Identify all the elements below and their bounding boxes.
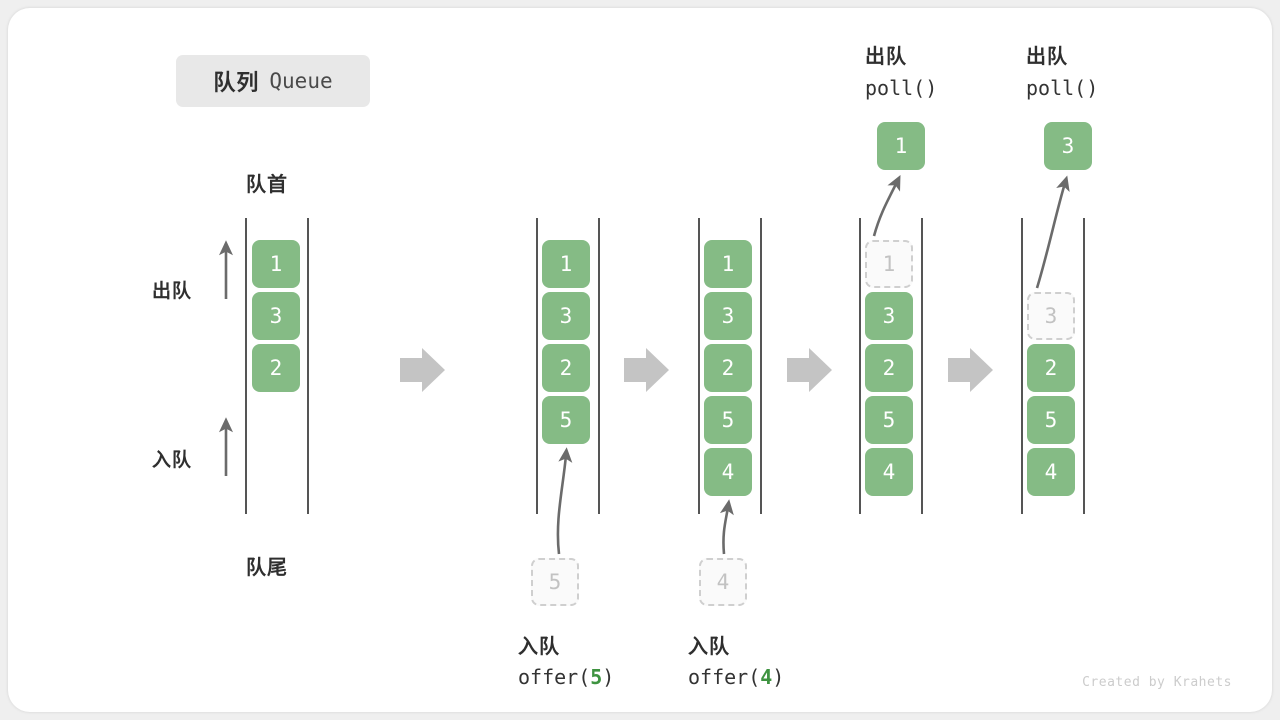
queue-cell: 4 bbox=[865, 448, 913, 496]
queue-cell: 2 bbox=[542, 344, 590, 392]
rail-right-col3 bbox=[760, 218, 762, 514]
label-queue-rear: 队尾 bbox=[246, 557, 288, 579]
code-suffix: ) bbox=[602, 665, 615, 689]
caption-dequeue-cn: 出队 bbox=[1026, 46, 1068, 68]
queue-cell: 1 bbox=[252, 240, 300, 288]
rail-left-col5 bbox=[1021, 218, 1023, 514]
queue-cell: 2 bbox=[252, 344, 300, 392]
title-english: Queue bbox=[269, 69, 333, 93]
queue-cell: 2 bbox=[704, 344, 752, 392]
queue-cell: 3 bbox=[704, 292, 752, 340]
step-arrow-3 bbox=[787, 348, 832, 392]
rail-left-col3 bbox=[698, 218, 700, 514]
code-prefix: offer( bbox=[518, 665, 591, 689]
queue-cell: 3 bbox=[865, 292, 913, 340]
label-enqueue-direction: 入队 bbox=[152, 450, 193, 471]
queue-cell: 5 bbox=[1027, 396, 1075, 444]
caption-offer-4: offer(4) bbox=[688, 665, 784, 689]
label-queue-front: 队首 bbox=[246, 174, 288, 196]
label-dequeue-direction: 出队 bbox=[152, 281, 193, 302]
step-arrow-2 bbox=[624, 348, 669, 392]
rail-left-col2 bbox=[536, 218, 538, 514]
queue-cell: 1 bbox=[704, 240, 752, 288]
rail-right-col2 bbox=[598, 218, 600, 514]
step-arrow-4 bbox=[948, 348, 993, 392]
title-chinese: 队列 bbox=[213, 70, 260, 95]
code-prefix: offer( bbox=[688, 665, 761, 689]
queue-cell: 4 bbox=[1027, 448, 1075, 496]
credit-text: Created by Krahets bbox=[1082, 675, 1232, 690]
incoming-element-ghost: 5 bbox=[531, 558, 579, 606]
rail-left-col4 bbox=[859, 218, 861, 514]
queue-cell: 2 bbox=[865, 344, 913, 392]
offer-5-arrow bbox=[556, 447, 573, 555]
diagram-card: 队列 Queue 队首 队尾 出队 入队 1 3 2 1 3 2 5 5 入队 … bbox=[8, 8, 1272, 712]
rail-right-col4 bbox=[921, 218, 923, 514]
incoming-element-ghost: 4 bbox=[699, 558, 747, 606]
offer-4-arrow bbox=[719, 499, 734, 555]
caption-enqueue-cn: 入队 bbox=[518, 636, 560, 658]
caption-offer-5: offer(5) bbox=[518, 665, 614, 689]
code-argument: 4 bbox=[760, 665, 773, 689]
queue-cell-new: 4 bbox=[704, 448, 752, 496]
arrow-overlay bbox=[218, 175, 1070, 555]
caption-poll-1: poll() bbox=[865, 76, 938, 100]
queue-cell: 1 bbox=[542, 240, 590, 288]
queue-cell: 2 bbox=[1027, 344, 1075, 392]
code-suffix: ) bbox=[772, 665, 785, 689]
poll-3-arrow bbox=[1035, 175, 1070, 289]
queue-cell: 3 bbox=[542, 292, 590, 340]
dequeued-slot-ghost: 3 bbox=[1027, 292, 1075, 340]
popped-element: 1 bbox=[877, 122, 925, 170]
queue-cell: 5 bbox=[865, 396, 913, 444]
step-arrow-1 bbox=[400, 348, 445, 392]
caption-poll-3: poll() bbox=[1026, 76, 1099, 100]
queue-cell: 3 bbox=[252, 292, 300, 340]
code-argument: 5 bbox=[590, 665, 603, 689]
queue-cell-new: 5 bbox=[542, 396, 590, 444]
dequeued-slot-ghost: 1 bbox=[865, 240, 913, 288]
popped-element: 3 bbox=[1044, 122, 1092, 170]
caption-dequeue-cn: 出队 bbox=[865, 46, 907, 68]
poll-1-arrow bbox=[872, 175, 901, 237]
caption-enqueue-cn: 入队 bbox=[688, 636, 730, 658]
rail-right-col1 bbox=[307, 218, 309, 514]
queue-cell: 5 bbox=[704, 396, 752, 444]
rail-right-col5 bbox=[1083, 218, 1085, 514]
rail-left-col1 bbox=[245, 218, 247, 514]
diagram-title-badge: 队列 Queue bbox=[176, 55, 370, 107]
